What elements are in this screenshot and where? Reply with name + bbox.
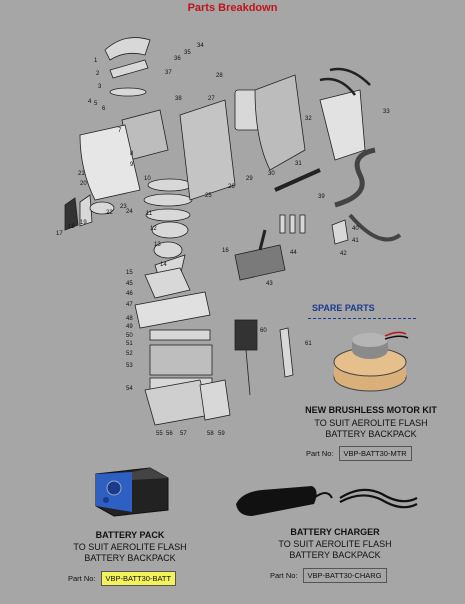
svg-text:38: 38 [175, 96, 182, 102]
page-title: Parts Breakdown [187, 2, 278, 14]
motor-part-label: Part No: [306, 449, 334, 458]
svg-text:44: 44 [290, 250, 297, 256]
svg-text:37: 37 [165, 70, 172, 76]
motor-kit-subtitle-1: TO SUIT AEROLITE FLASH [314, 418, 428, 428]
svg-text:33: 33 [383, 109, 390, 115]
svg-text:7: 7 [118, 128, 122, 134]
svg-text:4: 4 [88, 99, 92, 105]
battery-part-number: VBP-BATT30-BATT [100, 571, 177, 586]
battery-pack-subtitle-2: BATTERY BACKPACK [84, 553, 176, 563]
svg-text:49: 49 [126, 324, 133, 330]
charger-title: BATTERY CHARGER [290, 527, 380, 537]
svg-text:9: 9 [130, 162, 134, 168]
charger-part-row: Part No: VBP-BATT30-CHARG [270, 568, 387, 583]
svg-text:11: 11 [146, 211, 153, 217]
svg-text:1: 1 [94, 58, 98, 64]
svg-text:39: 39 [318, 194, 325, 200]
svg-text:25: 25 [205, 193, 212, 199]
svg-text:27: 27 [208, 96, 215, 102]
motor-kit-image [333, 331, 409, 392]
svg-text:18: 18 [68, 224, 75, 230]
svg-text:12: 12 [150, 226, 157, 232]
svg-text:34: 34 [197, 43, 204, 49]
charger-subtitle-2: BATTERY BACKPACK [289, 550, 381, 560]
battery-pack-title: BATTERY PACK [95, 530, 165, 540]
battery-pack-subtitle-1: TO SUIT AEROLITE FLASH [73, 542, 187, 552]
svg-text:40: 40 [352, 226, 359, 232]
svg-text:24: 24 [126, 209, 133, 215]
svg-text:53: 53 [126, 363, 133, 369]
charger-part-number: VBP-BATT30-CHARG [302, 568, 387, 583]
svg-text:31: 31 [295, 161, 302, 167]
svg-text:17: 17 [56, 231, 63, 237]
svg-text:41: 41 [352, 238, 359, 244]
svg-text:16: 16 [222, 248, 229, 254]
motor-part-number: VBP-BATT30-MTR [338, 446, 412, 461]
svg-text:5: 5 [94, 101, 98, 107]
svg-text:19: 19 [80, 220, 87, 226]
svg-text:47: 47 [126, 302, 133, 308]
svg-text:54: 54 [126, 386, 133, 392]
battery-part-label: Part No: [68, 574, 96, 583]
svg-text:61: 61 [305, 341, 312, 347]
battery-charger-image [236, 486, 418, 516]
svg-text:55: 55 [156, 431, 163, 437]
svg-text:36: 36 [174, 56, 181, 62]
svg-text:29: 29 [246, 176, 253, 182]
motor-kit-part-row: Part No: VBP-BATT30-MTR [306, 446, 412, 461]
svg-text:48: 48 [126, 316, 133, 322]
svg-text:50: 50 [126, 333, 133, 339]
svg-text:30: 30 [268, 171, 275, 177]
svg-text:59: 59 [218, 431, 225, 437]
battery-pack-image [95, 467, 169, 517]
svg-text:32: 32 [305, 116, 312, 122]
motor-kit-subtitle-2: BATTERY BACKPACK [325, 429, 417, 439]
svg-text:58: 58 [207, 431, 214, 437]
spare-parts-heading: SPARE PARTS [312, 303, 375, 313]
svg-text:35: 35 [184, 50, 191, 56]
svg-text:2: 2 [96, 71, 100, 77]
svg-text:15: 15 [126, 270, 133, 276]
svg-text:26: 26 [228, 184, 235, 190]
battery-pack-part-row: Part No: VBP-BATT30-BATT [68, 571, 177, 586]
svg-text:51: 51 [126, 341, 133, 347]
svg-text:60: 60 [260, 328, 267, 334]
svg-text:52: 52 [126, 351, 133, 357]
svg-text:3: 3 [98, 84, 102, 90]
motor-kit-title: NEW BRUSHLESS MOTOR KIT [305, 405, 437, 415]
svg-text:6: 6 [102, 106, 106, 112]
svg-text:45: 45 [126, 281, 133, 287]
svg-text:57: 57 [180, 431, 187, 437]
svg-text:42: 42 [340, 251, 347, 257]
svg-text:28: 28 [216, 73, 223, 79]
charger-subtitle-1: TO SUIT AEROLITE FLASH [278, 539, 392, 549]
svg-text:21: 21 [78, 171, 85, 177]
divider [308, 318, 416, 319]
svg-text:13: 13 [154, 242, 161, 248]
svg-text:56: 56 [166, 431, 173, 437]
svg-text:23: 23 [120, 204, 127, 210]
svg-text:10: 10 [144, 176, 151, 182]
svg-text:22: 22 [106, 210, 113, 216]
svg-text:20: 20 [80, 181, 87, 187]
svg-text:14: 14 [160, 262, 167, 268]
svg-text:8: 8 [130, 151, 134, 157]
svg-text:43: 43 [266, 281, 273, 287]
charger-part-label: Part No: [270, 571, 298, 580]
svg-text:46: 46 [126, 291, 133, 297]
